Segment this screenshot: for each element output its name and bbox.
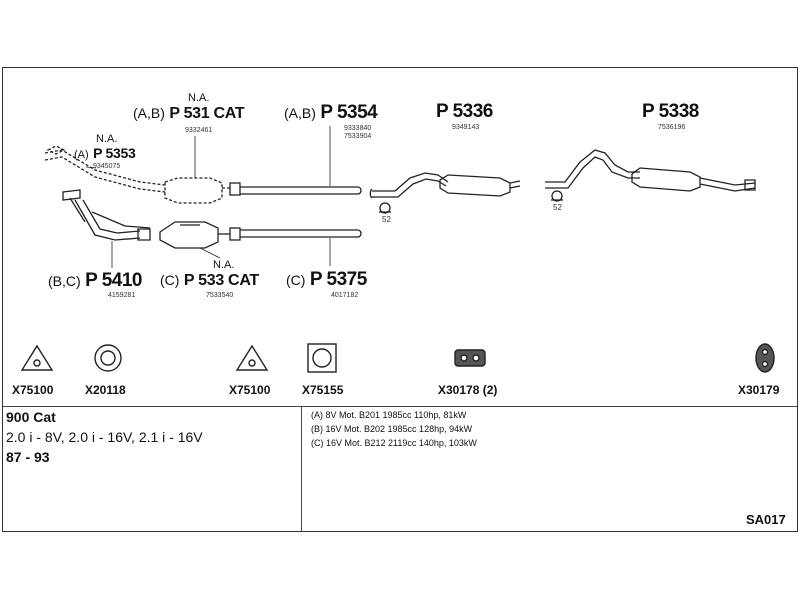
rubber-hanger-icon (755, 343, 775, 373)
catalyst-c-drawing (159, 221, 230, 249)
engine-variant-b: (B) 16V Mot. B202 1985cc 128hp, 94kW (311, 424, 473, 434)
accessory-code-5: X30178 (2) (438, 383, 498, 397)
p5353-label: (A) P 5353 (74, 145, 136, 162)
p5410-prefix: (B,C) (48, 273, 81, 289)
diagram-sheet (2, 67, 798, 532)
triangle-gasket-icon (235, 344, 269, 371)
intermediate-pipe-c-drawing (240, 229, 362, 238)
p5353-number: P 5353 (93, 145, 136, 161)
p5354-label: (A,B) P 5354 (284, 102, 378, 123)
ring-gasket-icon (94, 344, 122, 372)
p533-code: 7533540 (206, 292, 234, 299)
catalyst-ab-drawing (164, 177, 230, 204)
rear-silencer-drawing (545, 149, 756, 192)
p5338-number: P 5338 (642, 101, 699, 122)
p5410-label: (B,C) P 5410 (48, 270, 143, 291)
square-gasket-icon (307, 343, 337, 373)
middle-silencer-drawing (369, 172, 521, 199)
p533-prefix: (C) (160, 272, 180, 288)
hanger-left-label: 52 (382, 215, 391, 224)
vehicle-model: 900 Cat (6, 409, 56, 425)
p533-number: P 533 CAT (183, 272, 259, 289)
front-pipe-a-drawing (44, 145, 166, 193)
vehicle-years: 87 - 93 (6, 449, 50, 465)
hanger-right-drawing (551, 190, 563, 202)
info-divider (301, 406, 302, 531)
p5336-code: 9349143 (452, 124, 480, 131)
p5375-label: (C) P 5375 (286, 270, 367, 289)
p5353-prefix: (A) (74, 149, 89, 161)
accessory-code-6: X30179 (738, 383, 780, 397)
vehicle-engines: 2.0 i - 8V, 2.0 i - 16V, 2.1 i - 16V (6, 429, 203, 445)
p531-number: P 531 CAT (169, 105, 245, 122)
hanger-left-drawing (379, 202, 391, 214)
p5353-na: N.A. (96, 133, 118, 145)
p531-code: 9332461 (185, 127, 213, 134)
engine-variant-c: (C) 16V Mot. B212 2119cc 140hp, 103kW (311, 438, 477, 448)
p5375-code: 4017182 (331, 292, 359, 299)
p531-prefix: (A,B) (133, 105, 165, 121)
p5410-number: P 5410 (85, 270, 143, 291)
p5375-prefix: (C) (286, 272, 306, 288)
p5354-prefix: (A,B) (284, 105, 316, 121)
p5375-number: P 5375 (309, 269, 367, 290)
intermediate-pipe-ab-drawing (240, 186, 362, 195)
p5336-number: P 5336 (436, 101, 493, 122)
triangle-gasket-icon (20, 344, 54, 371)
accessory-code-2: X20118 (85, 383, 126, 397)
p5354-code1: 9333840 (344, 125, 372, 132)
p531-na: N.A. (188, 92, 210, 104)
accessory-icons (20, 343, 775, 373)
p533-label: (C) P 533 CAT (160, 273, 259, 289)
leader-lines (85, 126, 331, 268)
p5353-code: 9345075 (93, 163, 121, 170)
p5354-code2: 7533904 (344, 133, 372, 140)
hanger-right-label: 52 (553, 203, 562, 212)
p533-na: N.A. (213, 259, 235, 271)
p5338-code: 7536196 (658, 124, 686, 131)
engine-variant-a: (A) 8V Mot. B201 1985cc 110hp, 81kW (311, 410, 467, 420)
sheet-reference: SA017 (746, 512, 786, 527)
flange-lower-drawing (229, 227, 241, 241)
accessory-code-4: X75155 (302, 383, 344, 397)
rubber-mount-icon (454, 349, 486, 367)
p5354-number: P 5354 (320, 102, 378, 123)
front-pipe-bc-drawing (62, 189, 151, 241)
accessory-code-3: X75100 (229, 383, 271, 397)
section-divider (3, 406, 797, 407)
accessory-code-1: X75100 (12, 383, 54, 397)
p531-label: (A,B) P 531 CAT (133, 105, 245, 122)
flange-upper-drawing (229, 182, 241, 196)
p5410-code: 4159281 (108, 292, 136, 299)
